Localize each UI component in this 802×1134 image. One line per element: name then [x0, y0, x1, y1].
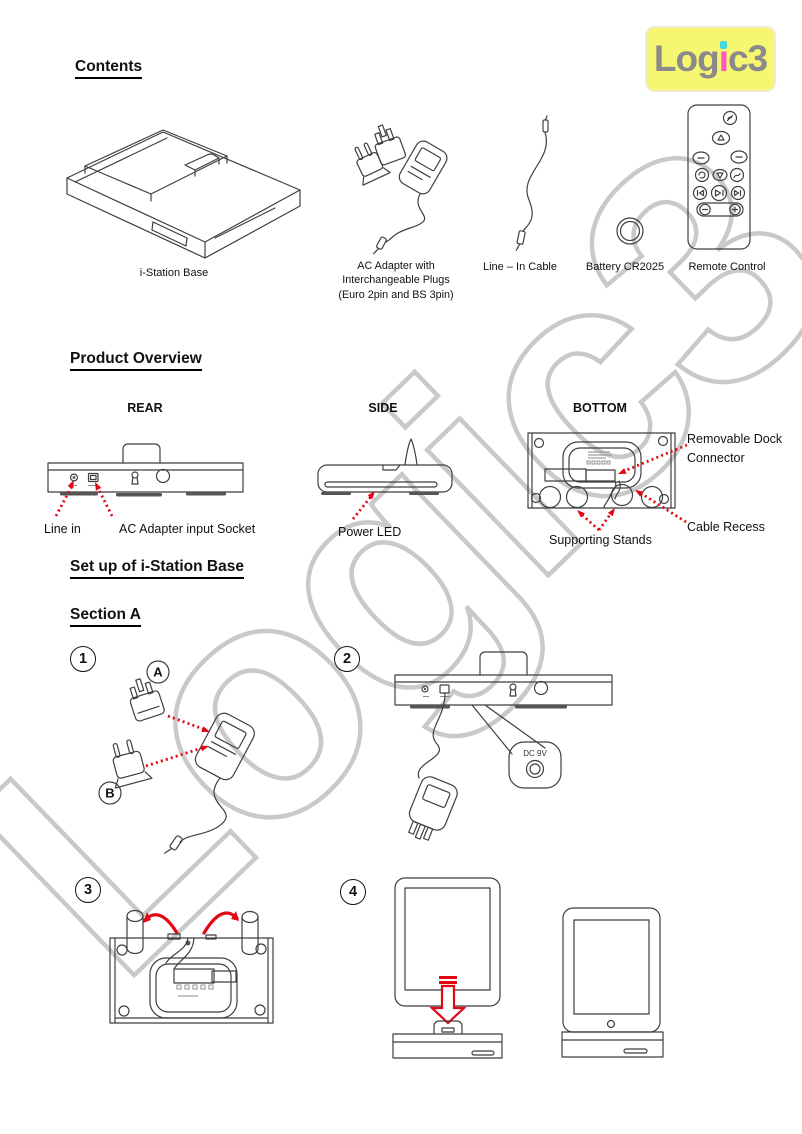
- svg-text:A: A: [153, 665, 163, 680]
- callout-supporting-stands: Supporting Stands: [549, 533, 652, 547]
- callout-cable-recess: Cable Recess: [687, 520, 765, 534]
- shuffle-icon: [729, 167, 745, 183]
- dock-direction-arrow: [429, 984, 467, 1025]
- adapter-body: [194, 712, 255, 781]
- plug-a-badge: [146, 660, 170, 684]
- istation-base-drawing: [66, 129, 301, 259]
- logo-text-i: i: [718, 38, 729, 79]
- view-label-side: SIDE: [368, 401, 398, 415]
- section-a-heading: Section A: [70, 606, 141, 627]
- logo-text-gray: Log: [653, 38, 720, 79]
- line-in-jack: [70, 473, 79, 482]
- view-label-bottom: BOTTOM: [573, 401, 627, 415]
- caption-line-in-cable: Line – In Cable: [483, 261, 557, 273]
- remote-control-drawing: [687, 104, 751, 250]
- view-label-rear: REAR: [127, 401, 163, 415]
- callout-line-in: Line in: [44, 522, 81, 536]
- volume-plus-icon: [729, 203, 741, 216]
- step3-drawing: [109, 909, 274, 1024]
- bottom-view-drawing: [527, 432, 688, 532]
- caption-ac-adapter: AC Adapter with Interchangeable Plugs (E…: [338, 260, 454, 301]
- line-in-cable-drawing: [515, 115, 549, 251]
- side-view-drawing: [317, 438, 453, 520]
- play-pause-icon: [710, 184, 728, 202]
- step-number-2: 2: [334, 646, 360, 672]
- supporting-stand: [610, 483, 634, 507]
- caption-istation-base: i-Station Base: [139, 267, 209, 279]
- plugged-adapter: [408, 776, 458, 841]
- callout-power-led: Power LED: [338, 525, 402, 539]
- previous-track-icon: [692, 185, 708, 201]
- step1-drawing: A B: [98, 660, 255, 854]
- svg-text:DC 9V: DC 9V: [523, 749, 547, 758]
- home-button-icon: [606, 1019, 616, 1029]
- stand-cylinder: [126, 909, 144, 923]
- battery-drawing: [616, 217, 644, 245]
- euro-plug: [112, 739, 153, 789]
- dock-connector: [585, 469, 616, 482]
- rear-view-drawing: [47, 443, 244, 517]
- callout-dock-connector: Removable Dock Connector: [687, 432, 783, 466]
- supporting-stand: [565, 485, 589, 509]
- supporting-stand: [538, 485, 562, 509]
- volume-minus-icon: [699, 203, 711, 216]
- repeat-icon: [694, 167, 710, 183]
- dc-socket: [87, 472, 99, 483]
- step-number-3: 3: [75, 877, 101, 903]
- step2-drawing: DC 9V: [394, 651, 613, 841]
- step-number-1: 1: [70, 646, 96, 672]
- callout-ac-input: AC Adapter input Socket: [119, 522, 256, 536]
- supporting-stand: [640, 485, 664, 509]
- rotate-arrow-right: [202, 911, 239, 935]
- uk-plug: [129, 678, 165, 722]
- caption-battery: Battery CR2025: [585, 261, 665, 273]
- step-number-4: 4: [340, 879, 366, 905]
- eject-button-icon: [711, 130, 731, 146]
- plug-b-badge: [98, 781, 122, 805]
- next-track-icon: [730, 185, 746, 201]
- dc-socket-callout: [508, 741, 562, 789]
- cable-recess-outline: [562, 441, 642, 489]
- ac-adapter-drawing: [354, 124, 448, 255]
- setup-heading: Set up of i-Station Base: [70, 558, 244, 579]
- contents-heading: Contents: [75, 58, 143, 79]
- rotate-arrow-left: [143, 913, 179, 935]
- volume-bar: [696, 202, 744, 217]
- logo-text-c3: c3: [727, 38, 768, 79]
- caption-remote-control: Remote Control: [688, 261, 766, 273]
- stand-cylinder: [241, 910, 259, 924]
- mute-icon: [722, 110, 738, 126]
- power-led-strip: [324, 481, 438, 488]
- step4-drawing: [392, 877, 664, 1059]
- product-overview-heading: Product Overview: [70, 350, 202, 371]
- svg-text:B: B: [105, 786, 114, 801]
